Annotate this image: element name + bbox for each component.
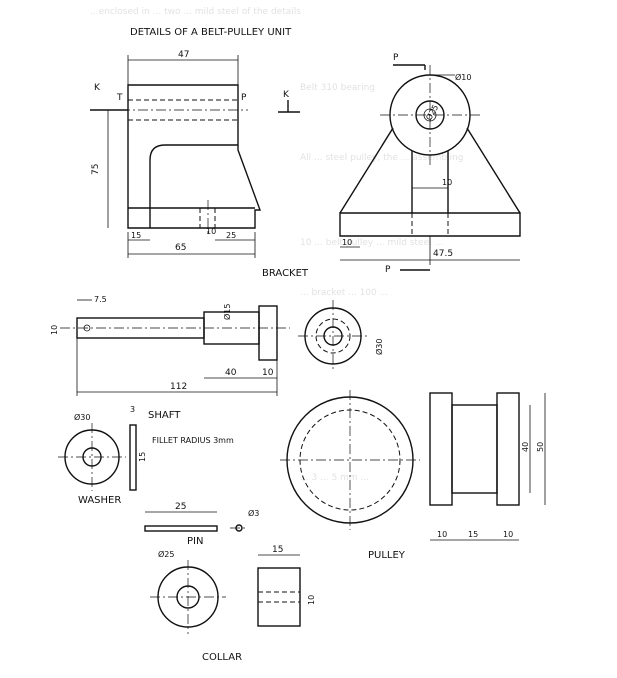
dim-web10: 10: [442, 178, 452, 187]
mark-p: P: [241, 93, 247, 103]
dim-pulley-w1: 10: [437, 530, 447, 539]
dim-base10: 10: [342, 238, 352, 247]
dim-47: 47: [178, 50, 189, 60]
dim-collar-15: 15: [272, 545, 283, 555]
shaft-label: SHAFT: [148, 410, 181, 421]
dim-dia30: Ø30: [374, 339, 384, 355]
dim-washer-15: 15: [138, 452, 147, 462]
dim-40: 40: [225, 368, 237, 378]
dim-pin-dia3: Ø3: [248, 508, 259, 518]
dim-112: 112: [170, 382, 187, 392]
dim-head-10: 10: [262, 368, 274, 378]
dim-collar-10: 10: [307, 595, 316, 605]
dim-10: 10: [206, 227, 216, 236]
dim-65: 65: [175, 243, 186, 253]
bleed-line: ... bracket ... 100 ...: [300, 288, 388, 298]
dim-dia10: Ø10: [455, 72, 471, 82]
washer-label: WASHER: [78, 495, 121, 506]
mark-p-bottom: P: [385, 265, 391, 275]
dim-dia25: Ø25: [423, 103, 440, 122]
dim-collar-dia25: Ø25: [158, 549, 174, 559]
shaft-view: 7.5 10 Ø15 40 10 112 SHAFT Ø30: [50, 295, 384, 421]
collar-view: Ø25 15 10 COLLAR: [150, 545, 316, 663]
dim-pulley-w2: 15: [468, 530, 478, 539]
dim-shaft-10: 10: [50, 325, 59, 335]
dim-dia15: Ø15: [222, 304, 232, 320]
dim-pulley-40: 40: [521, 442, 530, 452]
dim-75: 75: [91, 164, 101, 175]
dim-15: 15: [131, 231, 141, 240]
mark-k: K: [94, 83, 101, 93]
dim-washer-dia30: Ø30: [74, 412, 90, 422]
dim-washer-3: 3: [130, 405, 135, 414]
mark-t: T: [116, 93, 123, 103]
dim-pin-25: 25: [175, 502, 186, 512]
pin-label: PIN: [187, 536, 203, 547]
pin-view: 25 Ø3 PIN: [144, 502, 259, 547]
dim-pulley-50: 50: [536, 442, 545, 452]
fillet-note: FILLET RADIUS 3mm: [152, 436, 234, 445]
washer-view: Ø30 3 15 FILLET RADIUS 3mm WASHER: [58, 405, 234, 506]
bracket-label: BRACKET: [262, 268, 309, 279]
mark-p-top: P: [393, 53, 399, 63]
collar-label: COLLAR: [202, 652, 242, 663]
bracket-front-view: 47 75 15 65 25 10 K T P K: [90, 50, 300, 258]
bleed-line: 10 ... belt pulley ... mild steel ...: [300, 238, 443, 248]
dim-pulley-w3: 10: [503, 530, 513, 539]
mark-k-right: K: [283, 90, 290, 100]
bleed-line: Belt 310 bearing: [300, 83, 375, 93]
pulley-view: 40 50 10 15 10 PULLEY: [280, 390, 546, 561]
bleed-line: ...enclosed in ... two ... mild steel of…: [90, 7, 301, 17]
bleed-line: ... 3 ... 5 mm ...: [300, 473, 369, 483]
pulley-label: PULLEY: [368, 550, 406, 561]
drawing-title: DETAILS OF A BELT-PULLEY UNIT: [130, 27, 292, 38]
dim-25: 25: [226, 231, 236, 240]
dim-7-5: 7.5: [94, 295, 107, 304]
dim-47-5: 47.5: [433, 249, 453, 259]
bleed-line: All ... steel pulley, the ... assembling: [300, 153, 464, 163]
background-bleed-text: ...enclosed in ... two ... mild steel of…: [90, 7, 464, 483]
